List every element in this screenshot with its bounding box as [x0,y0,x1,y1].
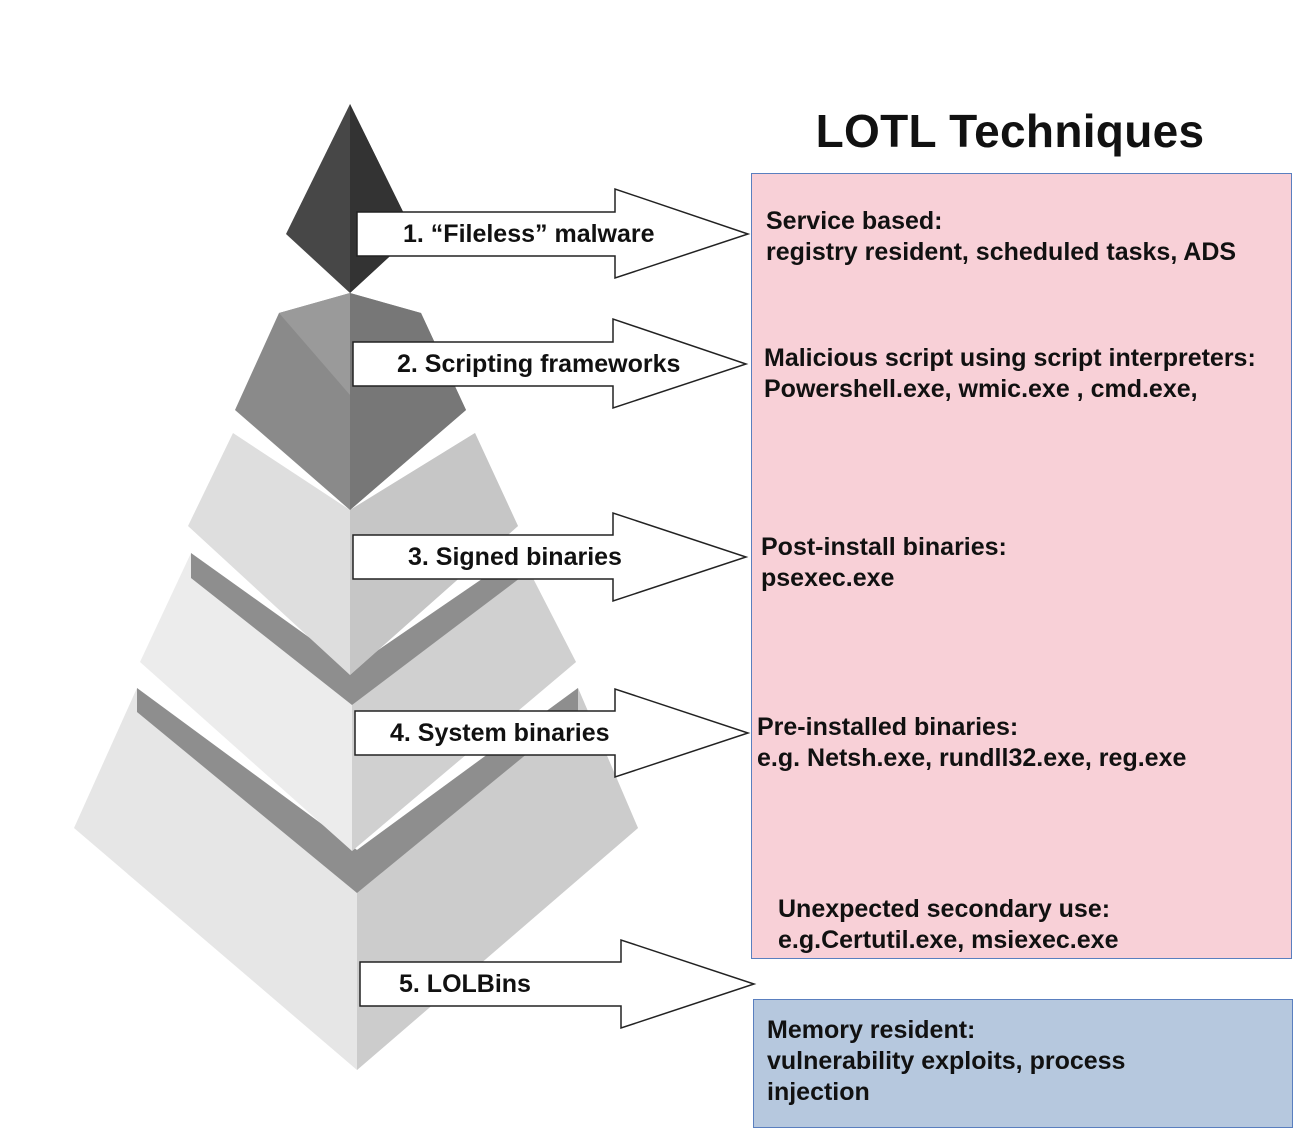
arrow-5 [356,187,751,280]
description-line: e.g.Certutil.exe, msiexec.exe [778,926,1119,954]
level-1-description: Unexpected secondary use: e.g.Certutil.e… [778,894,1118,956]
level-2-label: 4. System binaries [390,719,610,747]
techniques-panel [751,173,1292,959]
description-line: Powershell.exe, wmic.exe , cmd.exe, [764,375,1198,403]
memory-resident-description: Memory resident: vulnerability exploits,… [767,1015,1125,1108]
description-line: Pre-installed binaries: [757,713,1019,741]
level-1-label: 5. LOLBins [399,970,531,998]
arrow-4 [352,317,749,410]
pyramid-tier-2 [140,553,576,851]
level-4-label: 2. Scripting frameworks [397,350,681,378]
description-line: Unexpected secondary use: [778,895,1111,923]
description-line: Memory resident: [767,1016,976,1044]
description-line: vulnerability exploits, process [767,1047,1126,1075]
memory-resident-panel [753,999,1293,1128]
description-line: Malicious script using script interprete… [764,344,1256,372]
description-line: registry resident, scheduled tasks, ADS [766,238,1237,266]
description-line: Post-install binaries: [761,533,1007,561]
description-line: psexec.exe [761,564,895,592]
description-line: injection [767,1078,870,1106]
level-3-label: 3. Signed binaries [408,543,622,571]
diagram-title: LOTL Techniques [815,105,1205,157]
description-line: Service based: [766,207,943,235]
level-2-description: Pre-installed binaries: e.g. Netsh.exe, … [757,712,1186,774]
arrow-2 [354,687,751,779]
arrow-1 [359,938,757,1030]
level-4-description: Malicious script using script interprete… [764,343,1256,405]
level-3-description: Post-install binaries: psexec.exe [761,532,1007,594]
level-5-description: Service based: registry resident, schedu… [766,206,1236,268]
arrow-3 [352,511,749,603]
description-line: e.g. Netsh.exe, rundll32.exe, reg.exe [757,744,1187,772]
level-5-label: 1. “Fileless” malware [403,220,655,248]
pyramid-tier-5 [286,104,414,293]
